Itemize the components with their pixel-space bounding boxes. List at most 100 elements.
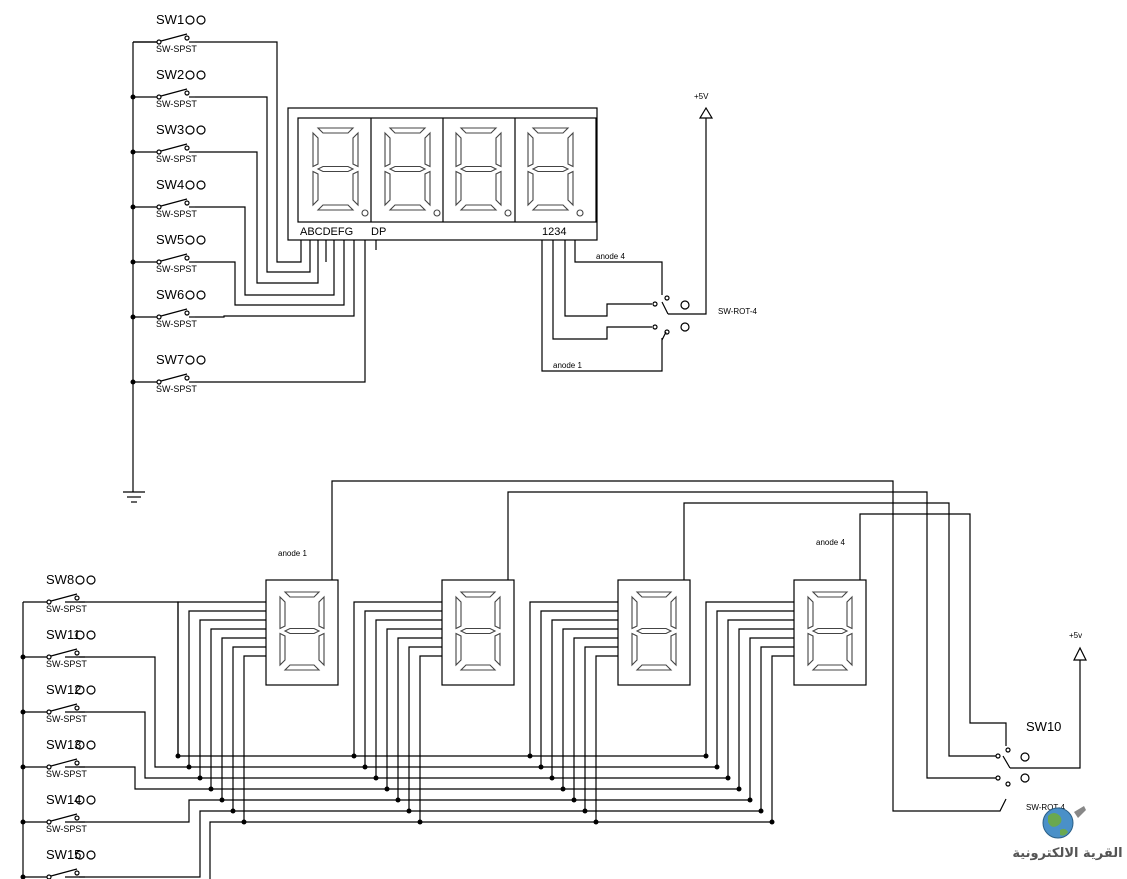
junction-dot <box>758 808 764 814</box>
junction-dot <box>582 808 588 814</box>
junction-dot <box>560 786 566 792</box>
bottom-name: SW13 <box>46 737 81 752</box>
pin-icon <box>185 355 195 365</box>
sw10-label: SW10 <box>1026 719 1061 734</box>
top-type: SW-SPST <box>156 209 197 219</box>
top-name: SW3 <box>156 122 184 137</box>
junction-dot <box>20 709 26 715</box>
top-type: SW-SPST <box>156 264 197 274</box>
junction-dot <box>230 808 236 814</box>
pin-icon <box>185 15 195 25</box>
segment-wires <box>195 41 377 383</box>
globe-logo-icon <box>1042 806 1086 839</box>
junction-dot <box>20 874 26 879</box>
pin-down-icon <box>680 322 690 332</box>
pin-icon <box>75 575 85 585</box>
watermark-text: القرية الالكترونية <box>1012 846 1123 861</box>
junction-dot <box>219 797 225 803</box>
top-type: SW-SPST <box>156 44 197 54</box>
junction-dot <box>186 764 192 770</box>
seven-segment-digit <box>312 127 369 217</box>
single-digit-display <box>441 579 515 686</box>
top-name: SW5 <box>156 232 184 247</box>
pin-icon <box>86 850 96 860</box>
anode-1-label-top: anode 1 <box>553 361 582 370</box>
pin-icon <box>196 355 206 365</box>
pin-icon <box>86 685 96 695</box>
junction-dot <box>130 94 136 100</box>
pin-icon <box>196 15 206 25</box>
seven-segment-digit <box>527 127 584 217</box>
bottom-type: SW-SPST <box>46 824 87 834</box>
pin-icon <box>75 685 85 695</box>
junction-dot <box>417 819 423 825</box>
pin-icon <box>185 290 195 300</box>
junction-dot <box>538 764 544 770</box>
seven-segment-digit <box>631 591 677 671</box>
anode-4-label-top: anode 4 <box>596 252 625 261</box>
bottom-switch: SW15 <box>20 847 96 879</box>
junction-dot <box>571 797 577 803</box>
pin-icon <box>185 125 195 135</box>
junction-dot <box>725 775 731 781</box>
single-digit-display <box>617 579 691 686</box>
supply-arrow-bottom-icon <box>1073 646 1087 661</box>
junction-dot <box>130 204 136 210</box>
junction-dot <box>20 654 26 660</box>
junction-dot <box>747 797 753 803</box>
single-digit-display <box>793 579 867 686</box>
top-name: SW7 <box>156 352 184 367</box>
junction-dot <box>130 149 136 155</box>
pin-icon <box>185 235 195 245</box>
junction-dot <box>130 379 136 385</box>
top-name: SW6 <box>156 287 184 302</box>
four-digit-display: ABCDEFG DP 1234 <box>287 107 598 241</box>
anode-wires-bottom <box>331 480 1087 812</box>
junction-dot <box>395 797 401 803</box>
junction-dot <box>362 764 368 770</box>
dp-pin-label: DP <box>371 226 386 238</box>
bottom-name: SW15 <box>46 847 81 862</box>
junction-dot <box>20 764 26 770</box>
top-name: SW1 <box>156 12 184 27</box>
bottom-type: SW-SPST <box>46 604 87 614</box>
top-type: SW-SPST <box>156 384 197 394</box>
top-name: SW4 <box>156 177 184 192</box>
pin-icon <box>196 125 206 135</box>
seven-segment-digit <box>279 591 325 671</box>
seven-segment-digit <box>384 127 441 217</box>
junction-dot <box>703 753 709 759</box>
top-type: SW-SPST <box>156 319 197 329</box>
anode-4-label-bottom: anode 4 <box>816 538 845 547</box>
junction-dot <box>130 259 136 265</box>
pin-icon <box>185 70 195 80</box>
junction-dot <box>130 314 136 320</box>
junction-dot <box>593 819 599 825</box>
pin-down-bottom-icon <box>1020 773 1030 783</box>
pin-icon <box>86 795 96 805</box>
pin-icon <box>75 630 85 640</box>
bottom-type: SW-SPST <box>46 659 87 669</box>
segment-pins-label: ABCDEFG <box>300 226 353 238</box>
seven-segment-digit <box>455 591 501 671</box>
junction-dot <box>20 819 26 825</box>
junction-dot <box>175 753 181 759</box>
pin-icon <box>75 740 85 750</box>
junction-dot <box>373 775 379 781</box>
junction-dot <box>406 808 412 814</box>
pin-icon <box>196 235 206 245</box>
sw10-type: SW-ROT-4 <box>1026 803 1066 812</box>
bottom-type: SW-SPST <box>46 714 87 724</box>
seven-segment-digit <box>455 127 512 217</box>
supply-arrow-icon <box>698 106 714 119</box>
